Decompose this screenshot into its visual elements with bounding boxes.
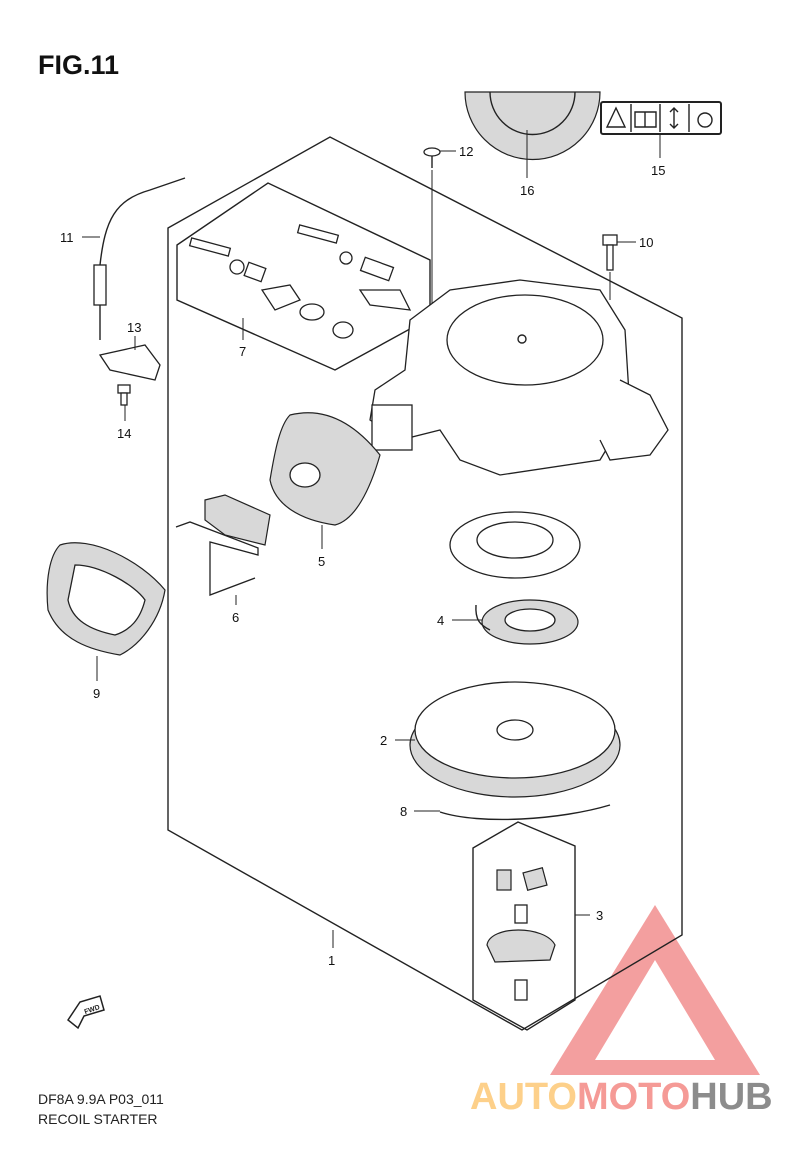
model-code: DF8A 9.9A P03_011 (38, 1091, 164, 1107)
handle-grip-5 (269, 412, 381, 526)
watermark-logo: AUTOMOTOHUB (470, 1076, 773, 1119)
callout-1: 1 (328, 953, 335, 968)
callout-16: 16 (520, 183, 534, 198)
callout-14: 14 (117, 426, 131, 441)
cable-11 (99, 177, 186, 340)
ratchet-kit-3 (486, 866, 556, 1001)
rope-8 (439, 804, 611, 821)
bolt-10 (602, 234, 618, 300)
callout-5: 5 (318, 554, 325, 569)
callout-4: 4 (437, 613, 444, 628)
fwd-arrow-icon: FWD (66, 995, 105, 1030)
callout-6: 6 (232, 610, 239, 625)
watermark-triangle (550, 905, 760, 1075)
footer: DF8A 9.9A P03_011 RECOIL STARTER (38, 1089, 164, 1129)
callout-7: 7 (239, 344, 246, 359)
callout-2: 2 (380, 733, 387, 748)
leader-lines (82, 130, 661, 948)
kit-7-parts (188, 224, 412, 339)
callout-9: 9 (93, 686, 100, 701)
spring-case (449, 511, 581, 579)
callout-13: 13 (127, 320, 141, 335)
callout-8: 8 (400, 804, 407, 819)
logo-hub: HUB (690, 1076, 773, 1118)
screw-12 (423, 147, 441, 320)
section-name: RECOIL STARTER (38, 1111, 158, 1127)
rotation-icon (697, 112, 713, 128)
kit-box-7 (176, 182, 431, 371)
assembly-box-1 (167, 136, 683, 1031)
logo-moto: MOTO (576, 1076, 691, 1118)
handle-6 (175, 494, 271, 596)
spring-4 (475, 599, 579, 645)
bolt-14 (117, 384, 131, 406)
callout-10: 10 (639, 235, 653, 250)
decal-16 (464, 91, 601, 161)
warning-icon (605, 106, 627, 128)
logo-auto: AUTO (470, 1076, 577, 1118)
bracket-13 (98, 344, 161, 381)
callout-15: 15 (651, 163, 665, 178)
callout-12: 12 (459, 144, 473, 159)
reel-2 (409, 681, 621, 798)
figure-title: FIG.11 (38, 50, 120, 80)
manual-book-icon (634, 111, 657, 128)
warning-label-15 (600, 101, 722, 135)
kit-box-3 (472, 821, 576, 1031)
callout-3: 3 (596, 908, 603, 923)
callout-11: 11 (60, 230, 74, 245)
starter-housing (369, 279, 669, 476)
arrows-updown-icon (669, 107, 679, 129)
